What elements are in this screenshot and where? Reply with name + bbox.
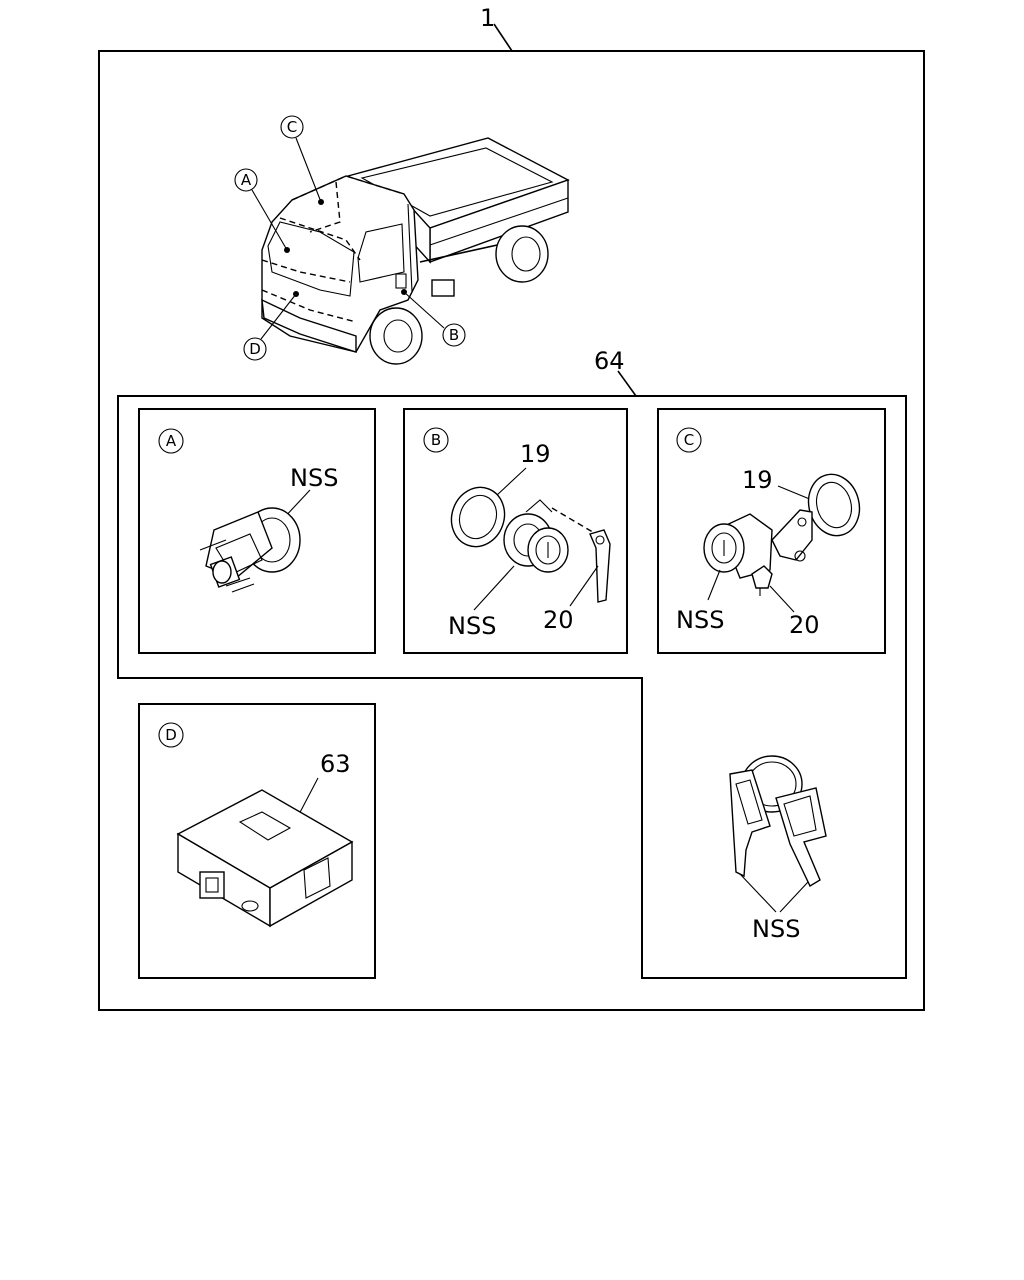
callout-d-truck: D <box>243 293 297 361</box>
detail-d-panel: D 63 <box>138 703 376 979</box>
b-ring-label: 19 <box>520 440 551 468</box>
assembly-leader <box>493 23 513 52</box>
detail-b-panel: B 19 NSS 20 <box>403 408 628 654</box>
svg-text:C: C <box>684 431 694 449</box>
d-module-label: 63 <box>320 750 351 778</box>
svg-text:B: B <box>431 431 441 449</box>
keys-illustration: NSS <box>729 755 827 943</box>
lock-set-leader <box>617 370 637 397</box>
lock-set-frame <box>117 395 907 979</box>
svg-text:A: A <box>166 432 177 450</box>
svg-text:B: B <box>449 326 459 344</box>
c-clip-label: 20 <box>789 611 820 639</box>
b-nss-label: NSS <box>448 612 496 640</box>
detail-a-panel: A NSS <box>138 408 376 654</box>
c-nss-label: NSS <box>676 606 724 634</box>
callout-a-truck: A <box>234 168 288 251</box>
truck-illustration <box>261 137 570 365</box>
b-clip-label: 20 <box>543 606 574 634</box>
svg-text:D: D <box>249 340 261 358</box>
detail-c-panel: C 19 NSS 20 <box>657 408 886 654</box>
lock-set-number: 64 <box>594 347 625 375</box>
svg-text:C: C <box>287 118 297 136</box>
keys-nss-label: NSS <box>752 915 800 943</box>
assembly-number: 1 <box>480 4 495 32</box>
callout-b-truck: B <box>403 291 466 347</box>
c-ring-label: 19 <box>742 466 773 494</box>
svg-text:A: A <box>241 171 252 189</box>
svg-text:D: D <box>165 726 177 744</box>
a-nss-label: NSS <box>290 464 338 492</box>
callout-c-truck: C <box>280 115 322 203</box>
